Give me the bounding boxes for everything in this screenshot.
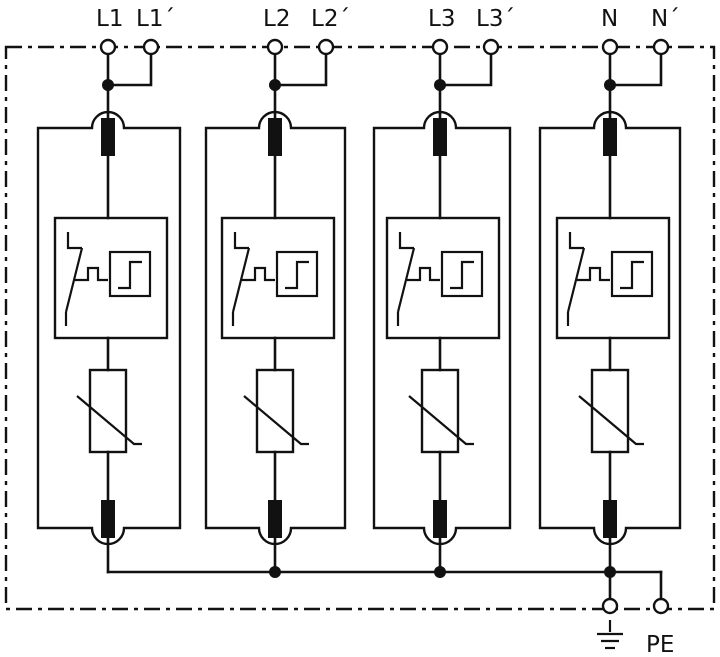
varistor-icon: [578, 368, 644, 454]
fuse-icon: [603, 118, 617, 156]
protection-module-l1: [36, 38, 182, 574]
thermal-sensor-icon: [440, 250, 484, 298]
module-housing: [538, 110, 682, 546]
protection-module-n: [538, 38, 682, 574]
switch-contact-icon: [566, 232, 610, 326]
terminal-earth: [601, 597, 619, 615]
terminal-main: [431, 38, 449, 56]
terminal-main: [266, 38, 284, 56]
module-housing: [372, 110, 512, 546]
fuse-icon: [268, 500, 282, 538]
junction-dot: [269, 79, 281, 91]
junction-dot: [102, 79, 114, 91]
terminal-main: [99, 38, 117, 56]
fuse-icon: [268, 118, 282, 156]
step-icon: [118, 260, 142, 290]
terminal-main: [601, 38, 619, 56]
module-group: [36, 38, 682, 574]
varistor-icon: [243, 368, 309, 454]
terminal-label-l3: L3: [428, 6, 455, 32]
aux-bridge-wire: [608, 53, 663, 87]
fuse-icon: [603, 500, 617, 538]
switch-contact-icon: [64, 232, 108, 326]
earth-ground-icon: [597, 620, 623, 650]
terminal-label-n: N: [601, 6, 618, 32]
switch-contact-icon: [396, 232, 440, 326]
terminal-label-l1-prime: L1´: [136, 6, 175, 32]
module-housing: [204, 110, 347, 546]
switch-contact-icon: [231, 232, 275, 326]
terminal-aux: [317, 38, 335, 56]
terminal-aux: [482, 38, 500, 56]
thermal-disconnector-icon: [385, 216, 501, 340]
junction-dot: [604, 79, 616, 91]
junction-dot: [434, 79, 446, 91]
thermal-disconnector-icon: [220, 216, 336, 340]
thermal-sensor-icon: [108, 250, 152, 298]
aux-bridge-wire: [106, 53, 153, 87]
fuse-icon: [433, 118, 447, 156]
terminal-pe: [652, 597, 670, 615]
terminal-label-pe: PE: [646, 632, 674, 657]
thermal-disconnector-icon: [53, 216, 169, 340]
junction-dot: [604, 566, 616, 578]
fuse-icon: [101, 118, 115, 156]
terminal-aux: [652, 38, 670, 56]
thermal-sensor-icon: [610, 250, 654, 298]
step-icon: [620, 260, 644, 290]
aux-bridge-wire: [438, 53, 493, 87]
terminal-label-l3-prime: L3´: [476, 6, 515, 32]
protection-module-l2: [204, 38, 347, 574]
thermal-sensor-icon: [275, 250, 319, 298]
terminal-label-l1: L1: [96, 6, 123, 32]
module-housing: [36, 110, 182, 546]
step-icon: [450, 260, 474, 290]
step-icon: [285, 260, 309, 290]
thermal-disconnector-icon: [555, 216, 671, 340]
terminal-label-n-prime: N´: [651, 6, 680, 32]
terminal-label-l2-prime: L2´: [311, 6, 350, 32]
terminal-label-l2: L2: [263, 6, 290, 32]
aux-bridge-wire: [273, 53, 328, 87]
fuse-icon: [433, 500, 447, 538]
pe-bus: [106, 566, 670, 615]
junction-dot: [434, 566, 446, 578]
varistor-icon: [408, 368, 474, 454]
terminal-aux: [142, 38, 160, 56]
fuse-icon: [101, 500, 115, 538]
junction-dot: [269, 566, 281, 578]
varistor-icon: [76, 368, 142, 454]
device-enclosure: [4, 45, 716, 611]
protection-module-l3: [372, 38, 512, 574]
